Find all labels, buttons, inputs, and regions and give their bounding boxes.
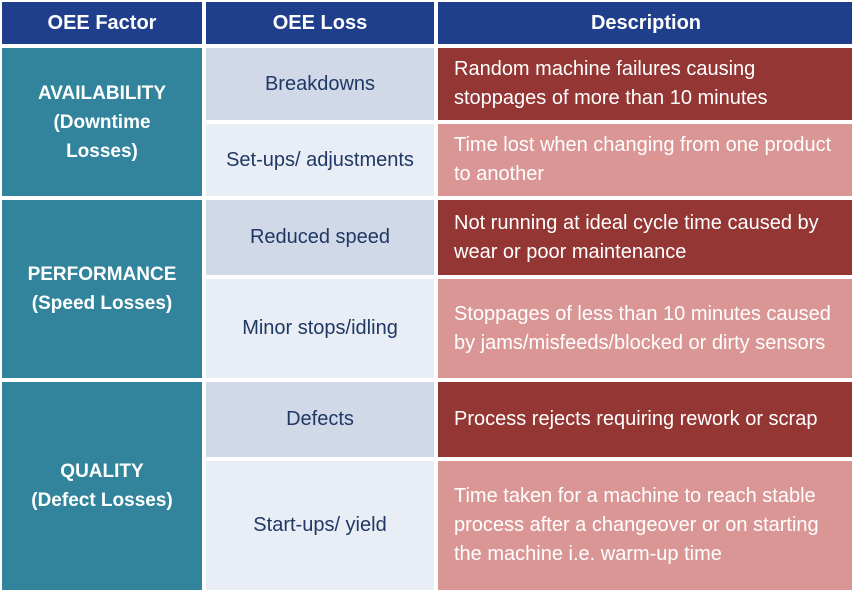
- loss-setups: Set-ups/ adjustments: [206, 124, 434, 196]
- factor-performance-sub: (Speed Losses): [31, 293, 173, 314]
- header-oee-factor: OEE Factor: [2, 2, 202, 44]
- factor-availability-sub2: Losses): [66, 140, 138, 162]
- loss-minor-stops: Minor stops/idling: [206, 279, 434, 378]
- desc-reduced-speed: Not running at ideal cycle time caused b…: [438, 200, 852, 275]
- desc-defects: Process rejects requiring rework or scra…: [438, 382, 852, 457]
- header-oee-loss: OEE Loss: [206, 2, 434, 44]
- factor-availability-sub1: (Downtime: [53, 111, 151, 133]
- loss-defects: Defects: [206, 382, 434, 457]
- desc-minor-stops: Stoppages of less than 10 minutes caused…: [438, 279, 852, 378]
- desc-breakdowns: Random machine failures causing stoppage…: [438, 48, 852, 120]
- factor-quality-sub: (Defect Losses): [31, 490, 173, 511]
- factor-performance-title: PERFORMANCE: [27, 264, 177, 285]
- loss-setups-label: Set-ups/ adjustments: [226, 148, 414, 171]
- factor-performance: PERFORMANCE (Speed Losses): [2, 200, 202, 378]
- factor-availability-title: AVAILABILITY: [37, 82, 167, 104]
- header-description: Description: [438, 2, 852, 44]
- factor-quality-title: QUALITY: [60, 461, 144, 482]
- desc-setups: Time lost when changing from one product…: [438, 124, 852, 196]
- loss-startups-label: Start-ups/ yield: [253, 514, 387, 536]
- loss-reduced-speed: Reduced speed: [206, 200, 434, 275]
- desc-startups: Time taken for a machine to reach stable…: [438, 461, 852, 590]
- loss-startups: Start-ups/ yield: [206, 461, 434, 590]
- loss-breakdowns: Breakdowns: [206, 48, 434, 120]
- factor-quality: QUALITY (Defect Losses): [2, 382, 202, 590]
- factor-availability: AVAILABILITY (Downtime Losses): [2, 48, 202, 196]
